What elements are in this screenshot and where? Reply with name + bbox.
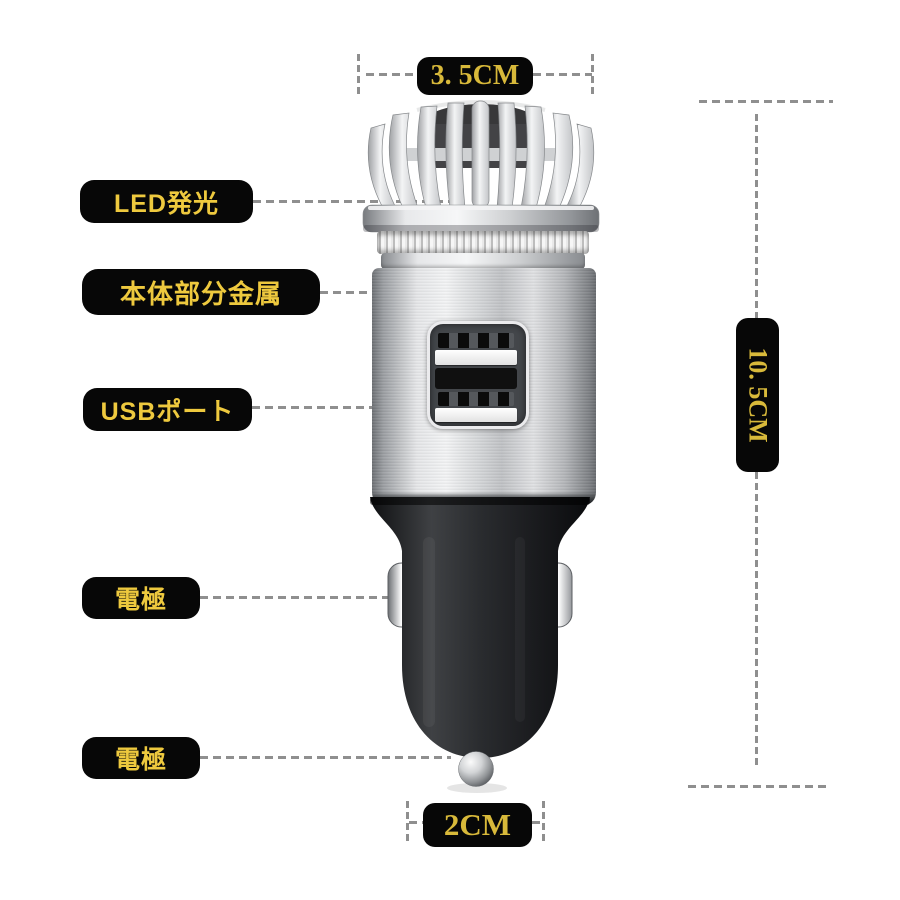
dim-tick-right-bottom [688, 785, 826, 788]
usb-port-separator [435, 368, 517, 389]
usb-port-top [435, 350, 517, 365]
dim-line-right-upper [755, 114, 758, 318]
leader-line-body [320, 291, 420, 294]
part-label-usb-port-text: USBポート [100, 397, 235, 426]
dim-tick-top-left [357, 54, 360, 98]
tip-shadow [447, 783, 507, 793]
device-led-ring [377, 231, 589, 254]
leader-line-electrode-side [200, 596, 396, 599]
leader-line-electrode-tip [200, 756, 451, 759]
device-usb-panel [427, 321, 529, 429]
leader-line-usb-port [252, 406, 433, 409]
dim-line-top-left [366, 73, 417, 76]
part-label-usb-port: USBポート [83, 388, 252, 431]
part-label-led: LED発光 [80, 180, 253, 223]
tip-electrode-ball [458, 751, 494, 787]
dimension-label-height-right: 10. 5CM [736, 318, 779, 472]
plug-body [370, 497, 590, 758]
device-plug [370, 497, 590, 793]
dim-tick-right-top [699, 100, 833, 103]
dim-tick-bottom-left [406, 801, 409, 845]
usb-port-top-pins [438, 333, 514, 348]
usb-port-bottom [435, 408, 517, 422]
dim-line-bottom-left [409, 821, 423, 824]
crown-ribs [367, 100, 595, 209]
dimension-label-width-top: 3. 5CM [417, 57, 533, 95]
part-label-electrode-side-text: 電極 [114, 586, 167, 614]
dimension-label-width-bottom: 2CM [423, 803, 532, 847]
part-label-body: 本体部分金属 [82, 269, 320, 315]
dimension-width-bottom-text: 2CM [443, 807, 512, 842]
device-collar [381, 253, 585, 269]
part-label-electrode-tip: 電極 [82, 737, 200, 779]
dimension-height-right-text: 10. 5CM [743, 347, 773, 443]
leader-line-led [253, 200, 450, 203]
device-crown [362, 100, 600, 233]
usb-port-bottom-pins [438, 392, 514, 406]
part-label-body-text: 本体部分金属 [119, 278, 282, 309]
dim-line-bottom-right [532, 821, 544, 824]
dim-line-top-right [533, 73, 592, 76]
dimension-width-top-text: 3. 5CM [430, 60, 520, 91]
part-label-led-text: LED発光 [113, 189, 219, 218]
part-label-electrode-tip-text: 電極 [114, 746, 167, 774]
dim-tick-top-right [591, 54, 594, 98]
part-label-electrode-side: 電極 [82, 577, 200, 619]
dim-line-right-lower [755, 472, 758, 765]
